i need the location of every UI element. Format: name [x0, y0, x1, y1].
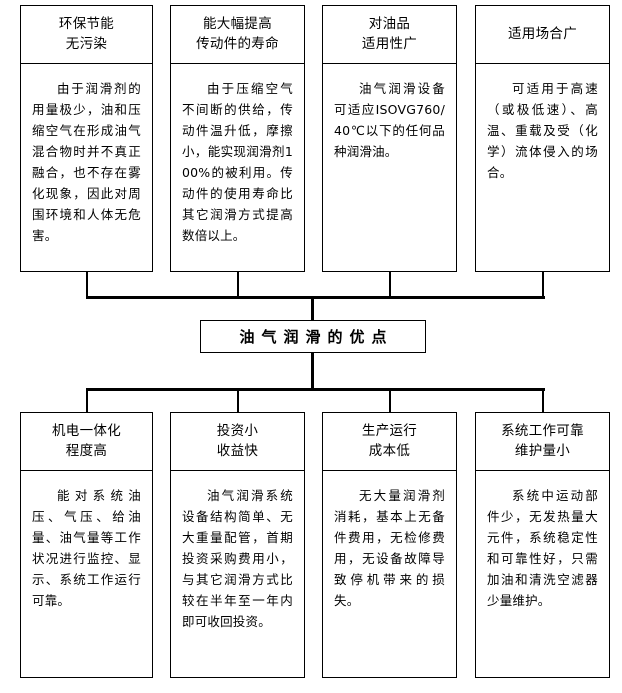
- connector-stub-bottom-4: [542, 388, 544, 412]
- connector-drop-to-title: [311, 296, 314, 322]
- top-box-1[interactable]: 环保节能 无污染 由于润滑剂的用量极少，油和压缩空气在形成油气混合物时并不真正融…: [20, 5, 153, 272]
- top-box-2-heading: 能大幅提高 传动件的寿命: [171, 6, 304, 64]
- connector-stub-bottom-2: [237, 388, 239, 412]
- top-box-2-body: 由于压缩空气不间断的供给，传动件温升低，摩擦小，能实现润滑剂100%的被利用。传…: [182, 81, 293, 243]
- center-title-box[interactable]: 油气润滑的优点: [200, 320, 426, 353]
- top-box-2[interactable]: 能大幅提高 传动件的寿命 由于压缩空气不间断的供给，传动件温升低，摩擦小，能实现…: [170, 5, 305, 272]
- bottom-box-2-body: 油气润滑系统设备结构简单、无大重量配管，首期投资采购费用小，与其它润滑方式比较在…: [182, 488, 293, 629]
- top-box-1-body: 由于润滑剂的用量极少，油和压缩空气在形成油气混合物时并不真正融合，也不存在雾化现…: [32, 81, 141, 243]
- bottom-box-3-heading: 生产运行 成本低: [323, 413, 456, 471]
- top-box-3-heading: 对油品 适用性广: [323, 6, 456, 64]
- top-box-3-body: 油气润滑设备可适应ISOVG760/40℃以下的任何品种润滑油。: [334, 81, 445, 159]
- bottom-box-1-heading: 机电一体化 程度高: [21, 413, 152, 471]
- bottom-box-2-heading: 投资小 收益快: [171, 413, 304, 471]
- center-title-label: 油气润滑的优点: [239, 328, 394, 346]
- connector-bus-top: [86, 296, 545, 299]
- top-box-3[interactable]: 对油品 适用性广 油气润滑设备可适应ISOVG760/40℃以下的任何品种润滑油…: [322, 5, 457, 272]
- connector-drop-from-title: [311, 352, 314, 391]
- connector-stub-top-3: [389, 272, 391, 298]
- top-box-4-body: 可适用于高速（或极低速）、高温、重载及受（化学）流体侵入的场合。: [487, 81, 598, 180]
- bottom-box-4-heading: 系统工作可靠 维护量小: [476, 413, 609, 471]
- bottom-box-1-body: 能对系统油压、气压、给油量、油气量等工作状况进行监控、显示、系统工作运行可靠。: [32, 488, 141, 608]
- connector-stub-top-2: [237, 272, 239, 298]
- bottom-box-3[interactable]: 生产运行 成本低 无大量润滑剂消耗，基本上无备件费用，无检修费用，无设备故障导致…: [322, 412, 457, 678]
- connector-stub-top-4: [542, 272, 544, 298]
- top-box-1-heading: 环保节能 无污染: [21, 6, 152, 64]
- bottom-box-4[interactable]: 系统工作可靠 维护量小 系统中运动部件少，无发热量大元件，系统稳定性和可靠性好，…: [475, 412, 610, 678]
- bottom-box-3-body: 无大量润滑剂消耗，基本上无备件费用，无检修费用，无设备故障导致停机带来的损失。: [334, 488, 445, 608]
- bottom-box-2[interactable]: 投资小 收益快 油气润滑系统设备结构简单、无大重量配管，首期投资采购费用小，与其…: [170, 412, 305, 678]
- connector-stub-top-1: [86, 272, 88, 298]
- top-box-4-heading: 适用场合广: [476, 6, 609, 64]
- connector-stub-bottom-1: [86, 388, 88, 412]
- bottom-box-1[interactable]: 机电一体化 程度高 能对系统油压、气压、给油量、油气量等工作状况进行监控、显示、…: [20, 412, 153, 678]
- connector-bus-bottom: [86, 388, 545, 391]
- bottom-box-4-body: 系统中运动部件少，无发热量大元件，系统稳定性和可靠性好，只需加油和清洗空滤器少量…: [487, 488, 598, 608]
- top-box-4[interactable]: 适用场合广 可适用于高速（或极低速）、高温、重载及受（化学）流体侵入的场合。: [475, 5, 610, 272]
- connector-stub-bottom-3: [389, 388, 391, 412]
